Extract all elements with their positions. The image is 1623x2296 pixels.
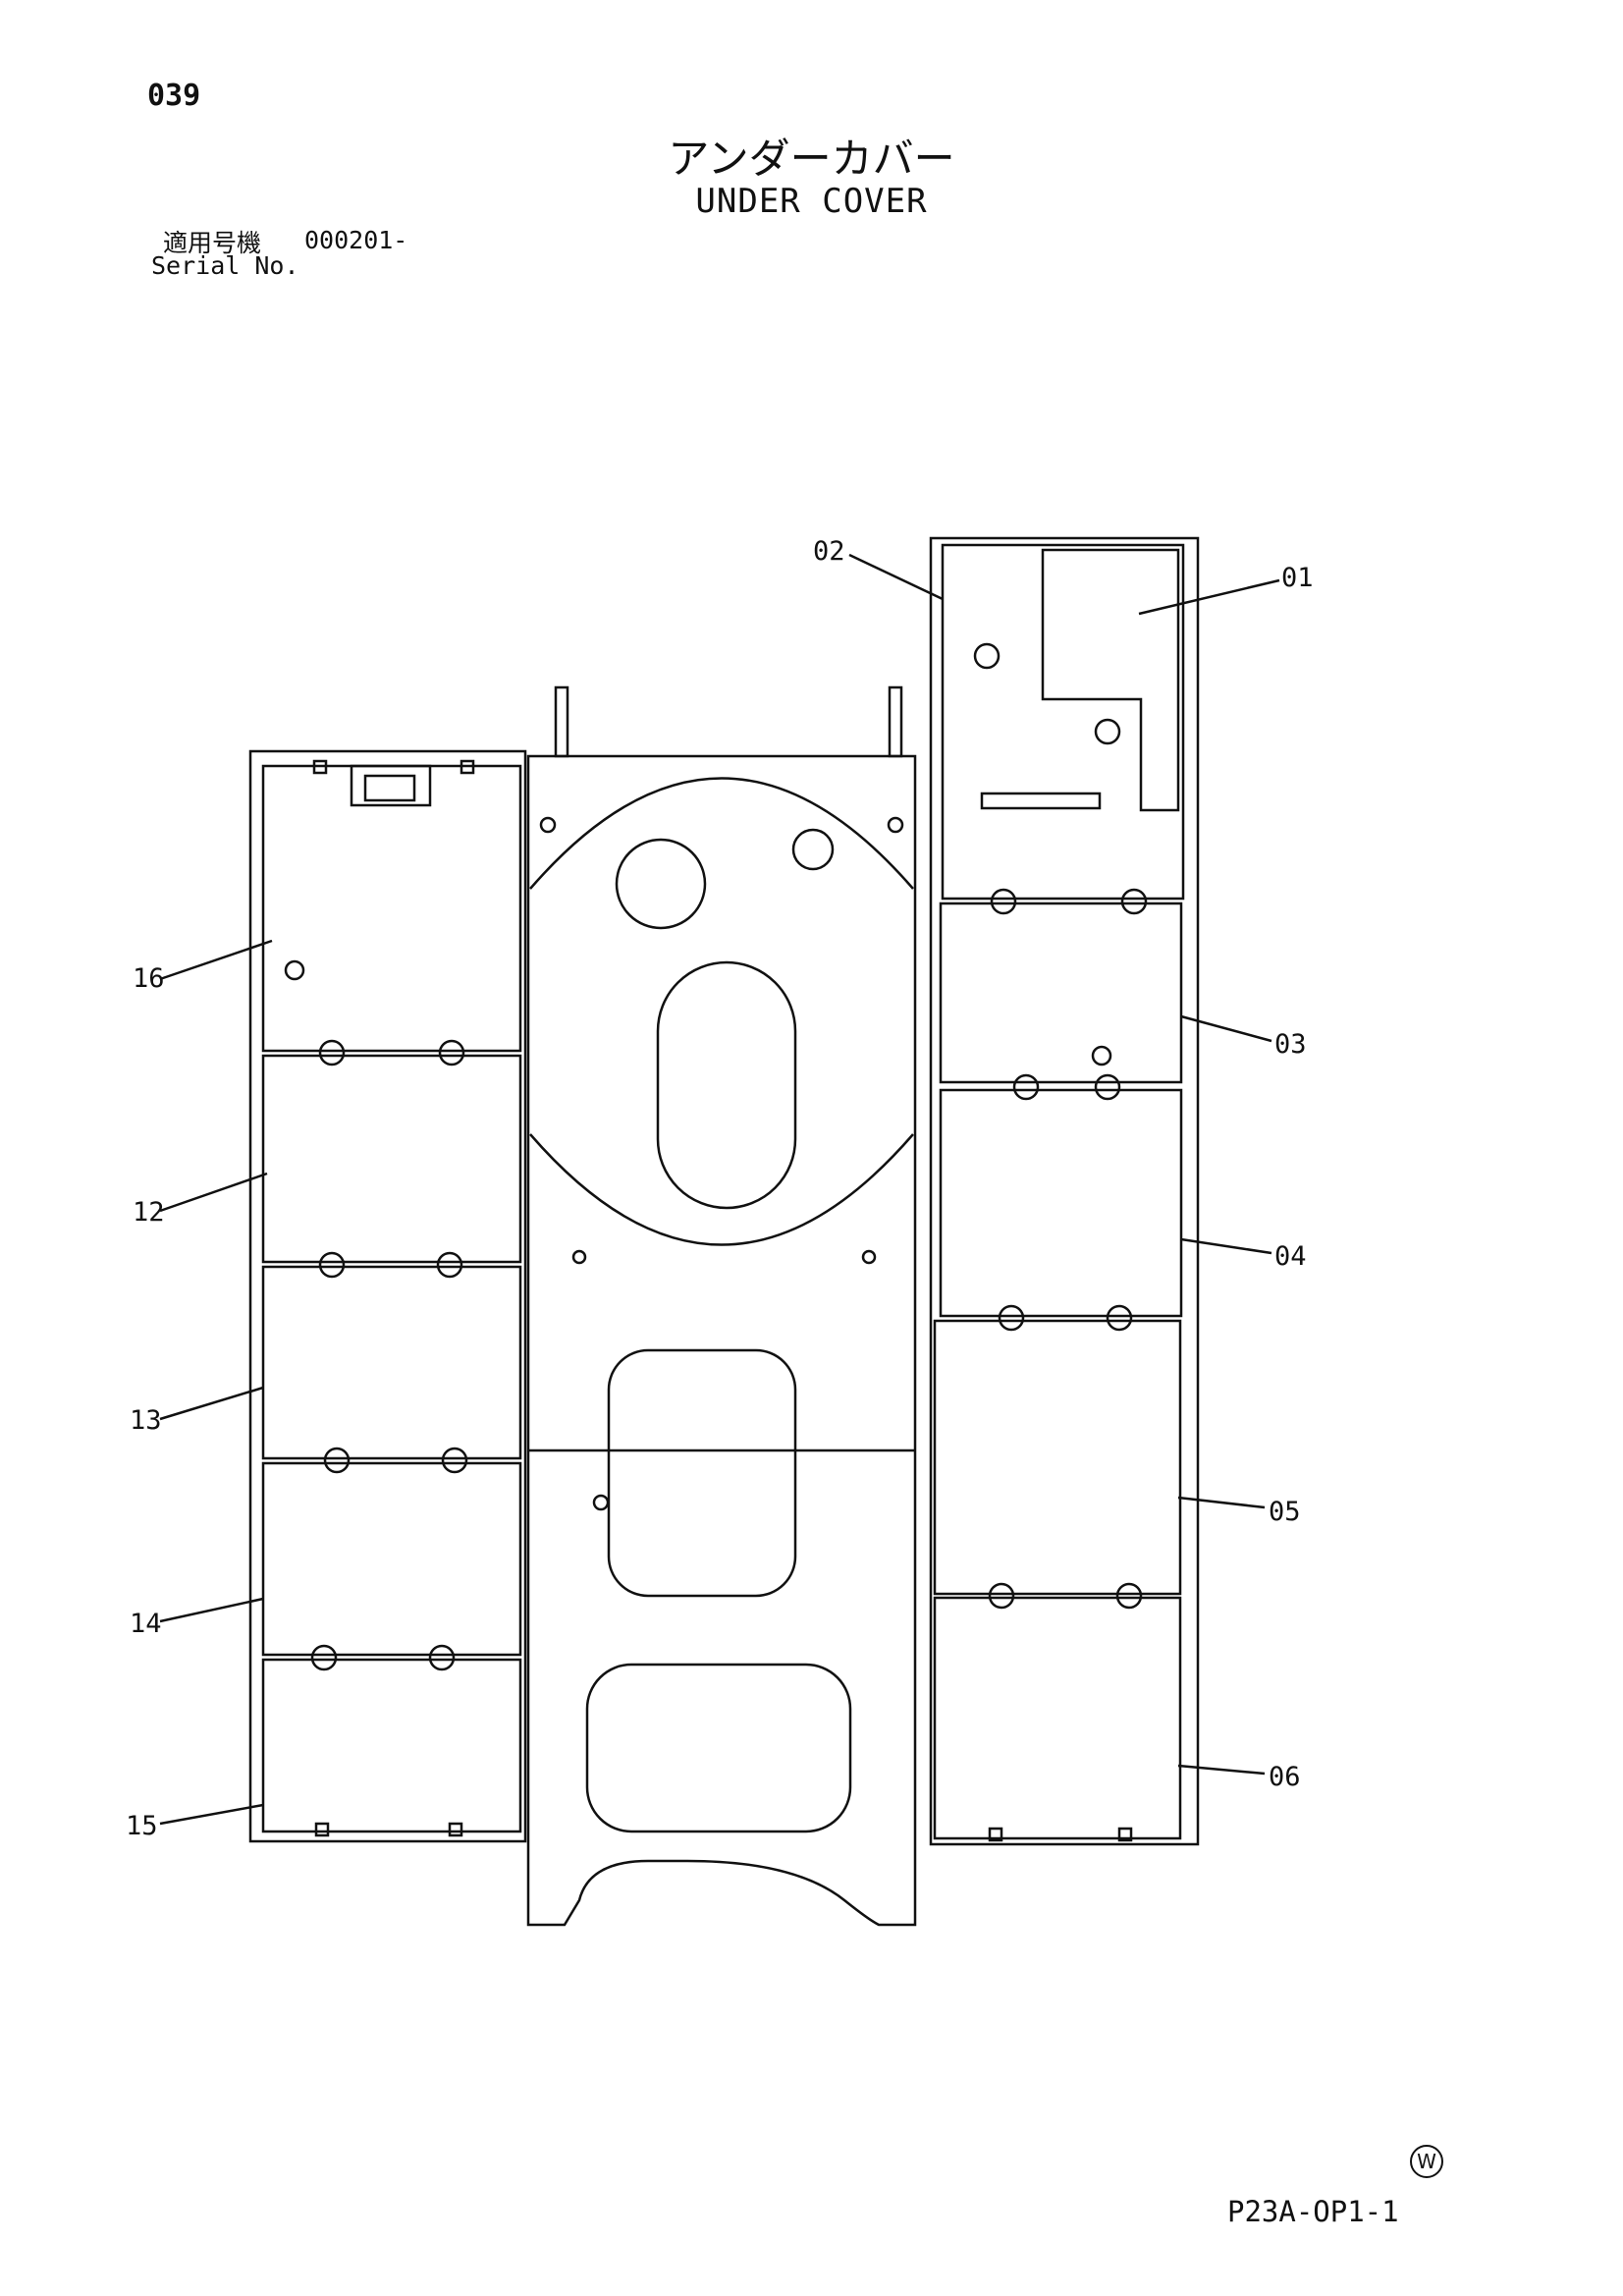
callout-03: 03	[1274, 1029, 1307, 1060]
callout-14: 14	[130, 1609, 162, 1639]
serial-label-japanese: 適用号機	[163, 229, 262, 257]
callout-05: 05	[1269, 1497, 1301, 1527]
callout-06: 06	[1269, 1762, 1301, 1792]
title-japanese: アンダーカバー	[668, 135, 955, 183]
circled-w-mark: W	[1410, 2145, 1443, 2178]
serial-number-value: 000201-	[304, 226, 408, 254]
callout-02: 02	[813, 536, 845, 567]
page-number: 039	[147, 79, 201, 113]
title-english: UNDER COVER	[695, 182, 928, 221]
center-frame	[526, 685, 917, 1927]
serial-label-english: Serial No.	[151, 251, 299, 280]
callout-15: 15	[126, 1811, 158, 1841]
leader-lines	[159, 553, 1280, 1826]
drawing-code: P23A-OP1-1	[1227, 2195, 1399, 2228]
callout-04: 04	[1274, 1241, 1307, 1272]
callout-01: 01	[1281, 563, 1314, 593]
callout-labels: 02 01 16 03 12 04 13 05 14 06 15	[126, 536, 1314, 1841]
left-cover-strip	[248, 749, 527, 1843]
callout-16: 16	[133, 963, 165, 994]
callout-12: 12	[133, 1197, 165, 1228]
callout-13: 13	[130, 1405, 162, 1436]
right-cover-strip	[929, 536, 1200, 1846]
